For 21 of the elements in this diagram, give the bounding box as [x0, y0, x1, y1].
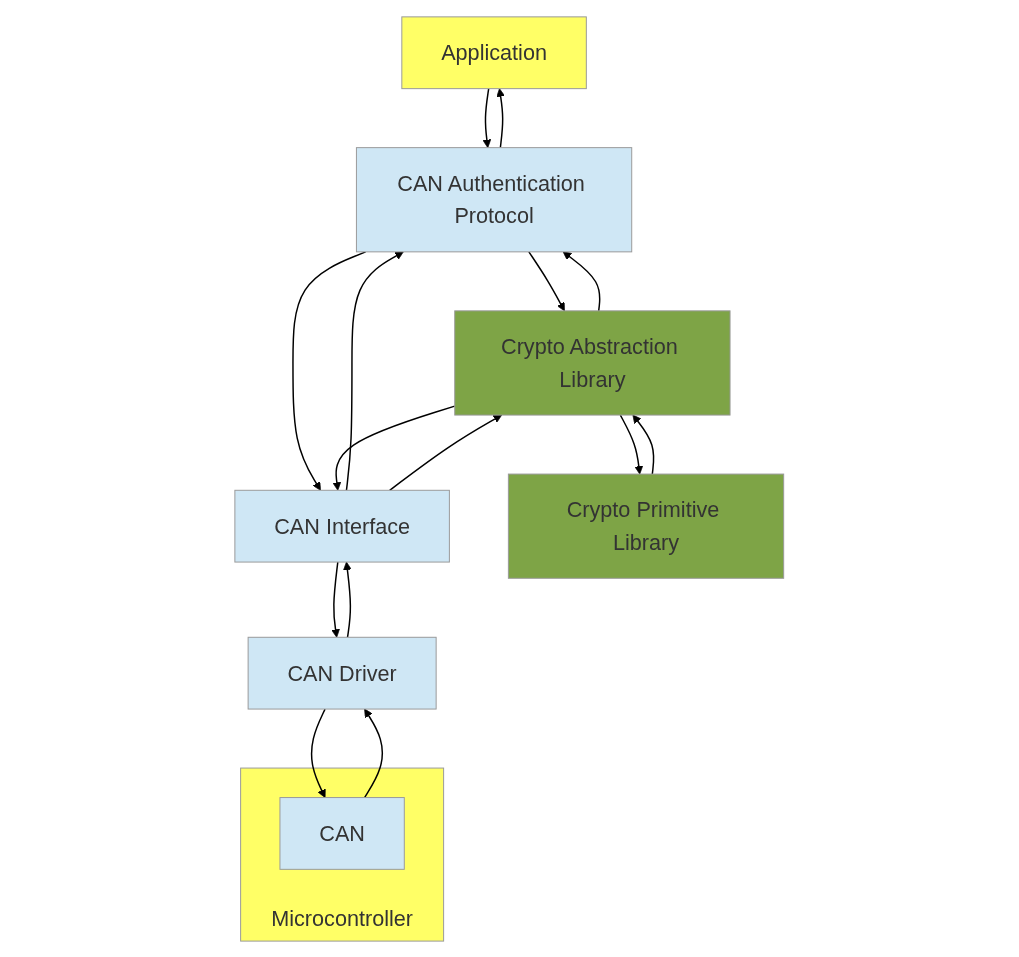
arrow	[332, 404, 456, 491]
arrow	[496, 87, 506, 148]
arrow	[632, 414, 655, 475]
node-box: CAN Interface	[234, 489, 451, 563]
arrow	[562, 251, 601, 312]
node-box: Crypto Primitive Library	[508, 473, 785, 579]
node-box: Application	[401, 15, 588, 89]
arrow	[364, 708, 384, 798]
arrow	[292, 250, 367, 491]
node-box: Crypto Abstraction Library	[454, 309, 731, 416]
arrow	[311, 707, 326, 798]
arrow	[528, 250, 566, 311]
arrow	[389, 414, 503, 491]
node-box: CAN	[279, 796, 405, 870]
node-box: CAN Authentication Protocol	[356, 146, 633, 252]
arrow	[343, 561, 352, 638]
arrow	[345, 251, 404, 491]
arrow	[619, 413, 644, 474]
arrow	[482, 87, 492, 148]
node-box: CAN Driver	[247, 636, 437, 710]
arrow	[331, 560, 341, 638]
